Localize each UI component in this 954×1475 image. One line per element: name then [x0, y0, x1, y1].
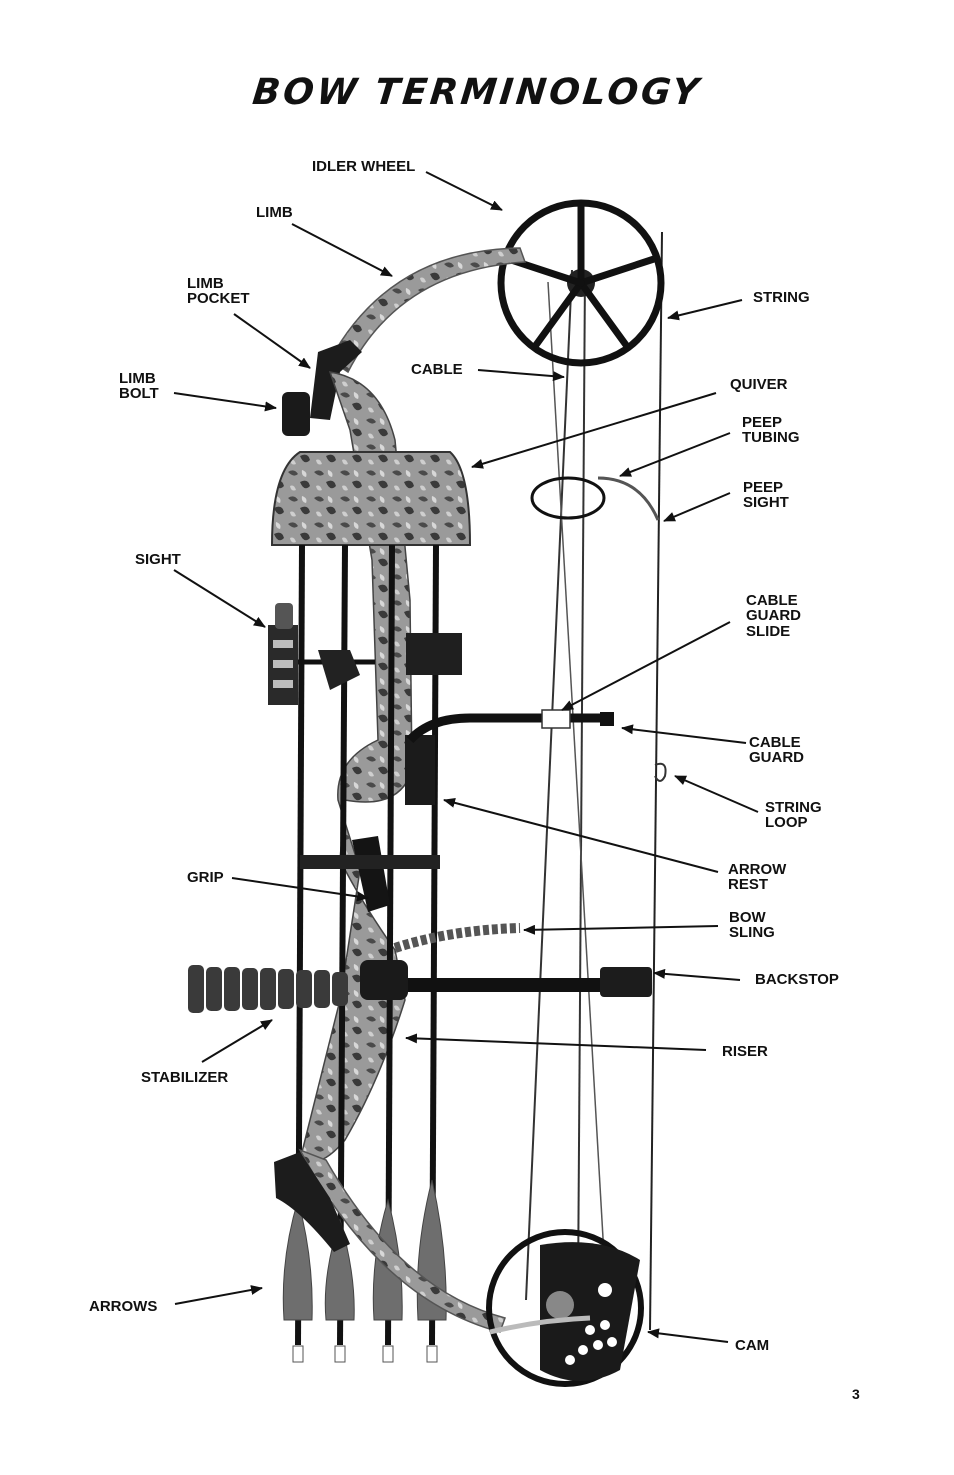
- label-peep-sight-line2: SIGHT: [743, 494, 789, 511]
- cable-guard-end: [600, 712, 614, 726]
- leader-riser: [405, 1033, 707, 1051]
- label-peep-tubing-line2: TUBING: [742, 429, 800, 446]
- label-arrow-rest-line1: ARROW: [728, 861, 787, 878]
- lower-limb-pocket: [274, 1152, 350, 1252]
- label-arrows: ARROWS: [89, 1298, 157, 1315]
- stabilizer-mount: [360, 960, 408, 1000]
- leader-stabilizer: [201, 1019, 273, 1063]
- leader-arrows: [174, 1285, 263, 1305]
- bow-artwork: [188, 199, 667, 1387]
- bow-string: [649, 231, 663, 1331]
- leader-cable: [477, 369, 565, 382]
- grip-bracket-drawing: [300, 855, 440, 869]
- page-number: 3: [852, 1386, 860, 1402]
- leader-lines: [173, 171, 759, 1343]
- arrow-rest-drawing: [405, 735, 435, 805]
- label-bow-sling-line1: BOW: [729, 909, 767, 926]
- label-cable-guard-slide-line1: CABLE: [746, 592, 798, 609]
- sight-drawing: [268, 603, 375, 705]
- peep-tubing-drawing: [597, 476, 660, 521]
- cable-line-c: [547, 281, 607, 1291]
- label-string-loop-line1: STRING: [765, 799, 822, 816]
- leader-peep-sight: [663, 492, 731, 522]
- label-idler-wheel: IDLER WHEEL: [312, 158, 415, 175]
- label-arrow-rest-line2: REST: [728, 876, 768, 893]
- leader-peep-tubing: [619, 432, 731, 477]
- leader-limb: [291, 223, 393, 277]
- leader-backstop: [653, 968, 741, 981]
- leader-limb-pocket: [233, 313, 311, 369]
- leader-string-loop: [674, 775, 759, 813]
- label-limb: LIMB: [256, 204, 293, 221]
- cable-guard-slide-drawing: [541, 709, 571, 729]
- idler-wheel-drawing: [497, 199, 665, 367]
- label-string-loop-line2: LOOP: [765, 814, 808, 831]
- arrow-nocks: [292, 1345, 438, 1363]
- label-cam: CAM: [735, 1337, 769, 1354]
- leader-sight: [173, 569, 266, 628]
- leader-quiver: [471, 392, 717, 469]
- label-limb-pocket-line1: LIMB: [187, 275, 224, 292]
- lower-limb-drawing: [298, 1148, 506, 1333]
- label-cable-guard-line2: GUARD: [749, 749, 804, 766]
- label-limb-pocket-line2: POCKET: [187, 290, 250, 307]
- label-grip: GRIP: [187, 869, 224, 886]
- leader-cable-guard: [621, 724, 747, 744]
- part-labels: IDLER WHEEL LIMB LIMB POCKET STRING LIMB…: [89, 158, 839, 1354]
- leader-cable-guard-slide: [561, 621, 731, 711]
- label-stabilizer: STABILIZER: [141, 1069, 228, 1086]
- label-bow-sling-line2: SLING: [729, 924, 775, 941]
- label-cable-guard-slide-line3: SLIDE: [746, 623, 790, 640]
- label-peep-sight-line1: PEEP: [743, 479, 783, 496]
- label-riser: RISER: [722, 1043, 768, 1060]
- leader-limb-bolt: [173, 392, 277, 412]
- leader-arrow-rest: [443, 797, 719, 873]
- quiver-bracket-drawing: [406, 633, 462, 675]
- limb-bolt-drawing: [282, 392, 310, 436]
- label-cable-guard-slide-line2: GUARD: [746, 607, 801, 624]
- stabilizer-drawing: [188, 965, 348, 1013]
- label-quiver: QUIVER: [730, 376, 788, 393]
- label-limb-bolt-line2: BOLT: [119, 385, 159, 402]
- leader-grip: [231, 877, 369, 902]
- label-sight: SIGHT: [135, 551, 181, 568]
- peep-sight-drawing: [530, 476, 606, 520]
- label-cable-guard-line1: CABLE: [749, 734, 801, 751]
- leader-cam: [647, 1328, 729, 1343]
- leader-string: [667, 299, 743, 321]
- cable-line-a: [525, 269, 573, 1301]
- cam-drawing: [486, 1229, 644, 1387]
- label-cable: CABLE: [411, 361, 463, 378]
- leader-bow-sling: [523, 924, 719, 935]
- string-loop-drawing: [654, 762, 667, 782]
- label-string: STRING: [753, 289, 810, 306]
- cable-line-b: [577, 271, 586, 1291]
- bow-sling-drawing: [393, 923, 521, 953]
- label-limb-bolt-line1: LIMB: [119, 370, 156, 387]
- leader-idler-wheel: [425, 171, 503, 211]
- label-backstop: BACKSTOP: [755, 971, 839, 988]
- label-peep-tubing-line1: PEEP: [742, 414, 782, 431]
- quiver-hood-drawing: [270, 451, 472, 546]
- cable-guard-rod: [406, 713, 612, 744]
- backstop-drawing: [600, 967, 652, 997]
- backstop-rod: [408, 978, 608, 992]
